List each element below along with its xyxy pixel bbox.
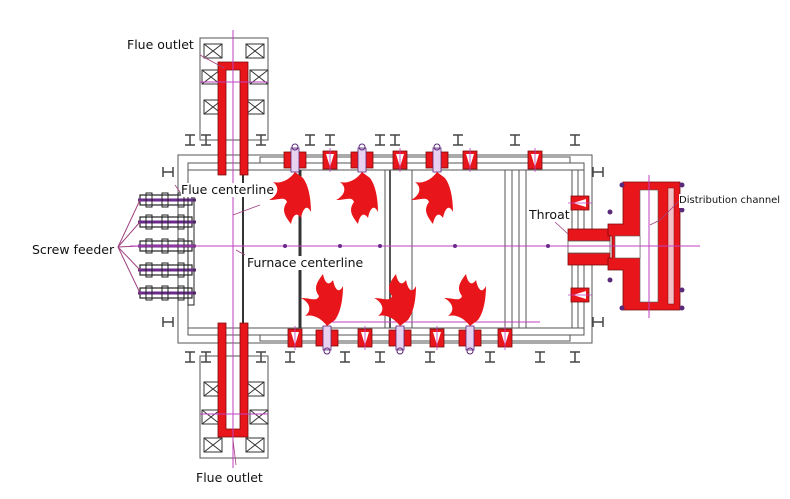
centerlines bbox=[130, 30, 700, 468]
flame-top-3 bbox=[411, 172, 453, 224]
burners-bottom bbox=[287, 325, 513, 355]
label-flue-outlet-top: Flue outlet bbox=[127, 37, 194, 52]
centerline-markers bbox=[283, 244, 550, 248]
screw-feeder-array bbox=[136, 189, 198, 306]
flame-top-2 bbox=[336, 172, 378, 224]
flame-top-1 bbox=[269, 172, 311, 224]
label-furnace-centerline: Furnace centerline bbox=[247, 255, 364, 270]
label-leaders bbox=[174, 54, 681, 466]
screw-feeder-leader bbox=[117, 199, 141, 294]
flue-bottom bbox=[199, 322, 269, 459]
burners-top bbox=[283, 143, 543, 173]
flame-bottom-3 bbox=[444, 274, 486, 326]
label-flue-centerline: Flue centerline bbox=[181, 182, 275, 197]
label-screw-feeder: Screw feeder bbox=[32, 242, 115, 257]
label-flue-outlet-bottom: Flue outlet bbox=[196, 470, 263, 485]
label-throat: Throat bbox=[529, 207, 570, 222]
flue-top bbox=[199, 37, 269, 176]
throat bbox=[567, 228, 611, 266]
flame-bottom-1 bbox=[301, 274, 343, 326]
flame-bottom-2 bbox=[374, 274, 416, 326]
label-distribution-channel: Distribution channel bbox=[679, 194, 781, 208]
